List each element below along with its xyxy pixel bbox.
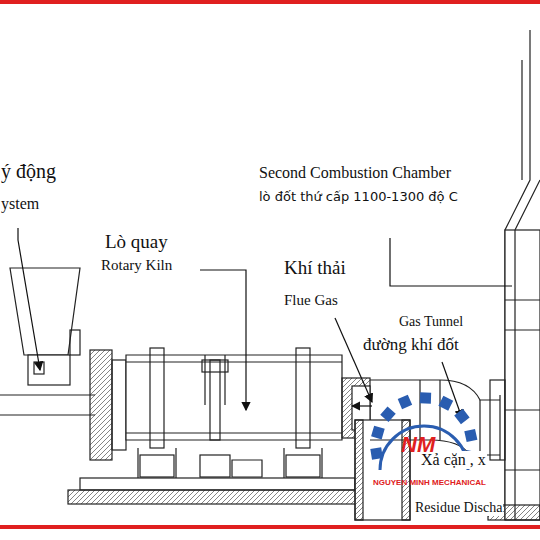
gear-tooth [372, 449, 381, 458]
gear-tooth [373, 428, 383, 438]
part-label: Rotary Kiln [100, 257, 173, 274]
part-note: lò đốt thứ cấp 1100-1300 độ C [258, 190, 488, 205]
watermark: NM [400, 432, 436, 457]
cut-label: ý động [0, 160, 57, 183]
part-label: Flue Gas [283, 292, 339, 309]
gear-tooth [456, 411, 467, 422]
part-label: Lò quay [104, 231, 169, 253]
part-label: Gas Tunnel [398, 314, 464, 330]
cut-label: ystem [0, 195, 40, 213]
part-label: Second Combustion Chamber [258, 164, 452, 182]
part-label: đường khí đốt [362, 335, 460, 355]
part-label: Khí thải [283, 257, 347, 279]
top-band [0, 0, 540, 4]
gear-tooth [400, 397, 411, 408]
gear-tooth [440, 398, 451, 409]
gear-tooth [466, 431, 476, 441]
bottom-band [0, 525, 540, 529]
gear-tooth [421, 394, 429, 402]
part-label: Residue Discha [414, 500, 503, 516]
watermark: NGUYEN MINH MECHANICAL [372, 478, 487, 487]
gear-tooth [382, 409, 393, 420]
